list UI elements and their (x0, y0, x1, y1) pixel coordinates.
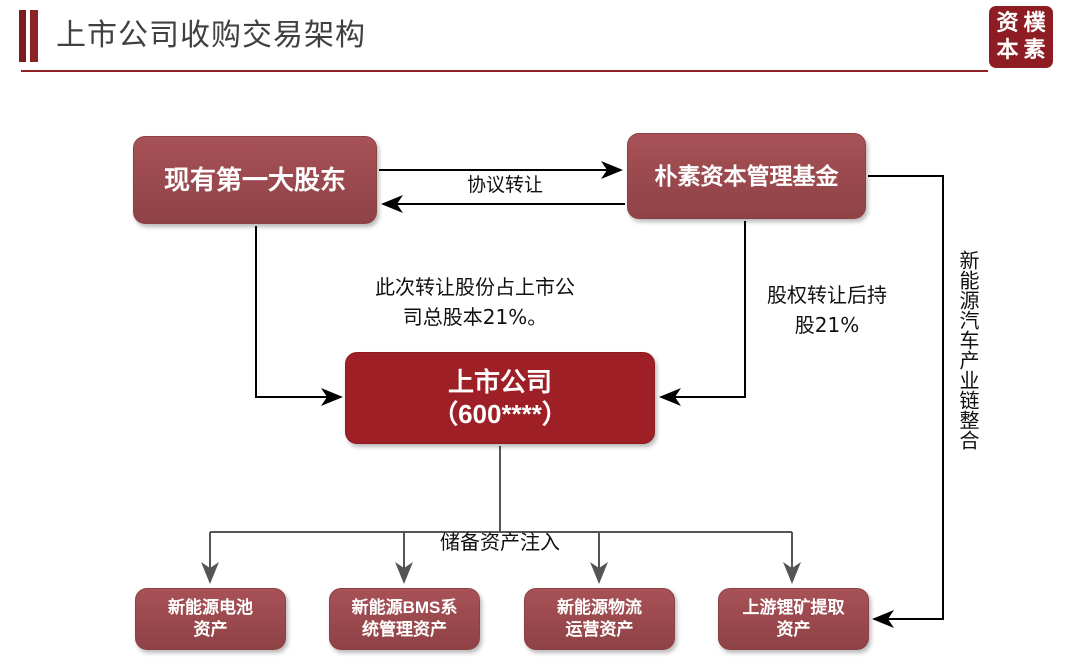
node-asset-battery[interactable]: 新能源电池 资产 (135, 588, 286, 650)
logo-char-2: 樸 (1023, 10, 1046, 36)
edge-label-transfer-share-pct: 此次转让股份占上市公 司总股本21%。 (375, 275, 575, 329)
edge-label-reserve-injection: 储备资产注入 (440, 530, 560, 554)
title-accent-bar-outer (19, 10, 26, 62)
edge-label-post-transfer-pct: 股权转让后持 股21% (767, 283, 887, 337)
node-label: 新能源电池 资产 (168, 598, 253, 639)
node-label: 现有第一大股东 (163, 165, 346, 195)
node-pusu-capital-fund[interactable]: 朴素资本管理基金 (627, 133, 866, 219)
node-label: 新能源物流 运营资产 (557, 598, 642, 639)
node-asset-bms[interactable]: 新能源BMS系 统管理资产 (329, 588, 480, 650)
logo-char-4: 素 (1023, 37, 1046, 63)
node-listed-company[interactable]: 上市公司 （600****） (345, 352, 655, 444)
node-asset-lithium-mining[interactable]: 上游锂矿提取 资产 (718, 588, 869, 650)
brand-logo: 资 樸 本 素 (989, 6, 1053, 68)
logo-char-1: 资 (996, 10, 1019, 36)
node-asset-logistics[interactable]: 新能源物流 运营资产 (524, 588, 675, 650)
edge-label-agreement-transfer: 协议转让 (466, 174, 543, 196)
edge-industry-chain (868, 175, 944, 628)
title-accent-bar-inner (30, 10, 38, 62)
node-label: 新能源BMS系 统管理资产 (351, 598, 458, 639)
node-label: 朴素资本管理基金 (654, 163, 839, 189)
page-title: 上市公司收购交易架构 (56, 18, 366, 53)
node-label: 上市公司 （600****） (432, 367, 568, 429)
edge-topright-to-center (659, 221, 746, 406)
logo-char-3: 本 (996, 37, 1019, 63)
header-divider (21, 70, 988, 72)
edge-label-industry-chain: 新能源汽车产业链整合 (956, 250, 980, 450)
edge-topleft-to-center (255, 226, 343, 406)
node-label: 上游锂矿提取 资产 (742, 598, 845, 639)
node-existing-largest-shareholder[interactable]: 现有第一大股东 (133, 136, 377, 224)
